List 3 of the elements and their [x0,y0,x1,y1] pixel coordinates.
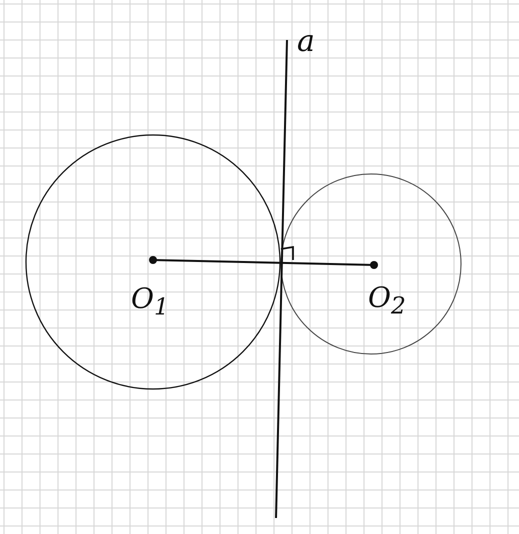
line-label: a [297,26,315,58]
point-label: O$_{1}$ [131,284,169,322]
point-label: O$_{2}$ [368,283,406,321]
